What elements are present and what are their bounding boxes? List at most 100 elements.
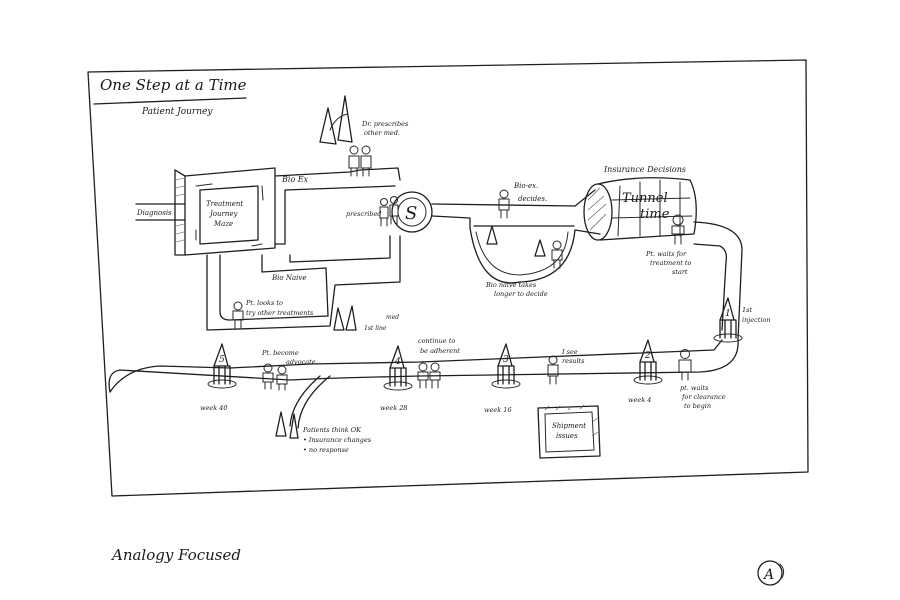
patients-think-ok-1: Patients think OK [302, 426, 362, 434]
milestone-label: week 4 [628, 396, 651, 404]
bio-naive-decide-group: Bio naive takes longer to decide [485, 240, 563, 298]
i-see-results-2: results [562, 357, 585, 365]
pt-become-advocate-1: Pt. become [261, 349, 299, 357]
bio-naive-decide-line2: longer to decide [494, 290, 548, 298]
title-block: One Step at a Time Patient Journey [93, 76, 247, 117]
pt-become-advocate-2: advocate [286, 358, 316, 366]
pt-waits-treatment-2: treatment to [650, 259, 692, 267]
footer-note: Analogy Focused [110, 546, 241, 564]
variant-letter: A [762, 567, 774, 583]
roundabout-letter: S [405, 203, 417, 224]
sheet-subtitle: Patient Journey [141, 107, 213, 117]
first-injection-line2: injection [742, 316, 771, 324]
milestone-label: week 40 [200, 404, 228, 412]
sheet-title: One Step at a Time [100, 76, 247, 94]
bio-ex-decides-line1: Bio-ex. [513, 182, 538, 190]
pt-looks-group: Pt. looks to try other treatments [232, 299, 314, 329]
maze-label-1: Treatment [206, 200, 243, 208]
milestone-pillar [389, 367, 407, 387]
maze-label-2: Journey [208, 210, 239, 218]
bio-ex-decides-group: Bio-ex. decides. [498, 182, 547, 219]
insurance-decisions-label: Insurance Decisions [603, 165, 686, 174]
milestone-base [491, 379, 521, 389]
bio-ex-path: Bio Ex [274, 167, 401, 245]
shipment-issues-1: Shipment [552, 422, 586, 430]
first-injection-line1: 1st [742, 306, 752, 314]
main-road-lower [108, 339, 739, 429]
specialty-roundabout: S prescribed [346, 191, 433, 233]
bio-naive-label: Bio Naive [271, 274, 306, 282]
pt-looks-line2: try other treatments [246, 309, 314, 317]
pt-become-advocate-group: Pt. become advocate [261, 349, 316, 391]
milestone-number: 4 [394, 357, 401, 367]
shipment-issues-2: issues [556, 432, 578, 440]
milestone-4: 4 week 28 [380, 345, 413, 412]
milestone-1: 1 [713, 297, 743, 343]
continue-adherent-2: be adherent [420, 347, 460, 355]
pt-waits-clearance-1: pt. waits [680, 384, 709, 392]
maze-label-3: Maze [213, 220, 233, 228]
milestone-cone [719, 297, 735, 321]
dr-prescribes-group: Dr. prescribes other med. [319, 95, 409, 177]
pt-looks-line1: Pt. looks to [245, 299, 283, 307]
i-see-results-group: I see results [547, 348, 585, 385]
main-road-upper [431, 189, 601, 284]
pt-waits-clearance-group: pt. waits for clearance to begin [678, 349, 726, 410]
milestone-label: week 16 [484, 406, 512, 414]
i-see-results-1: I see [561, 348, 578, 356]
continue-adherent-group: continue to be adherent [417, 337, 460, 389]
bio-naive-path: Bio Naive [206, 235, 401, 331]
sheet-frame [87, 59, 809, 497]
milestone-number: 1 [725, 309, 731, 319]
bio-ex-label: Bio Ex [281, 175, 309, 184]
patients-think-ok-3: • no response [303, 446, 349, 454]
pt-waits-clearance-3: to begin [684, 402, 711, 410]
treatment-maze: Treatment Journey Maze [174, 167, 276, 256]
prescribed-label: prescribed [346, 210, 381, 218]
milestone-cone [639, 339, 655, 363]
tunnel-label-1: Tunnel [622, 191, 668, 206]
dr-prescribes-line1: Dr. prescribes [361, 120, 409, 128]
milestone-cone [389, 345, 405, 369]
variant-mark: A [757, 560, 785, 586]
insurance-tunnel: Insurance Decisions Tunnel time Pt. wait… [583, 165, 697, 276]
milestone-number: 3 [503, 355, 509, 365]
pt-waits-clearance-2: for clearance [681, 393, 726, 401]
milestone-pillar [497, 365, 515, 385]
milestone-label: week 28 [380, 404, 408, 412]
pt-waits-treatment-1: Pt. waits for [645, 250, 687, 258]
first-line-label-1: 1st line [364, 325, 387, 332]
milestone-2: 2 week 4 [628, 339, 663, 404]
milestone-cone [213, 343, 229, 367]
diagnosis-entry: Diagnosis [135, 203, 186, 221]
milestone-cone [497, 343, 513, 367]
patients-think-ok-group: Patients think OK • Insurance changes • … [275, 411, 372, 454]
bio-naive-decide-line1: Bio naive takes [485, 281, 537, 289]
milestone-5: 5 week 40 [200, 343, 237, 412]
diagnosis-label: Diagnosis [136, 209, 172, 217]
milestone-pillar [719, 319, 737, 339]
shipment-issues-sign: Shipment issues [537, 404, 601, 459]
milestone-pillar [639, 361, 657, 381]
milestone-base [207, 379, 237, 389]
first-line-label-2: med [386, 314, 399, 321]
milestones-layer: 1 2 week 4 3 week 16 4 week 28 5 week 40 [200, 297, 743, 414]
tunnel-label-2: time [640, 207, 670, 222]
milestone-pillar [213, 365, 231, 385]
dr-prescribes-line2: other med. [364, 129, 400, 137]
first-injection-note: 1st injection [742, 306, 771, 324]
pt-waits-treatment-3: start [672, 268, 688, 276]
continue-adherent-1: continue to [418, 337, 455, 345]
milestone-number: 5 [219, 355, 225, 365]
bio-ex-decides-line2: decides. [518, 195, 547, 203]
milestone-3: 3 week 16 [484, 343, 521, 414]
milestone-number: 2 [644, 351, 651, 361]
person-icon [348, 145, 372, 177]
patients-think-ok-2: • Insurance changes [303, 436, 372, 444]
milestone-base [633, 375, 663, 385]
first-line-group: 1st line med [333, 305, 399, 332]
milestone-base [383, 381, 413, 391]
milestone-base [713, 333, 743, 343]
main-road-right [693, 221, 743, 341]
